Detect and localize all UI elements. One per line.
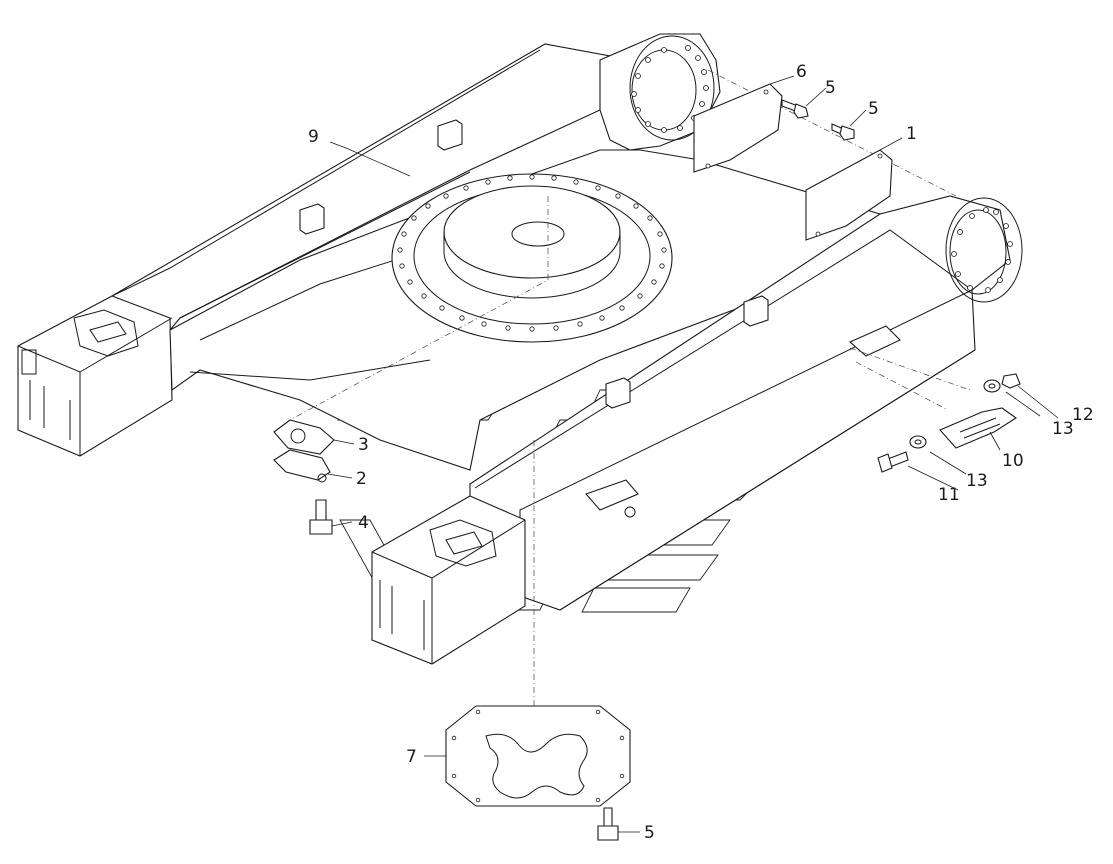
lower-frame [17,33,1023,665]
bolt-item-5-top-b [831,123,855,141]
callout-5: 5 [644,823,655,843]
shim-item-2 [273,449,331,481]
bolt-item-5-top-a [781,99,809,119]
washer-item-13a [983,379,1001,393]
pivot-bolt-circle-right [951,207,1013,293]
ring-bolt-holes [397,174,667,332]
callout-13: 13 [1052,419,1074,439]
under-cover-holes [451,709,625,803]
callout-7: 7 [406,747,417,767]
guard-item-10 [939,407,1017,449]
spacer-item-3 [273,419,335,455]
callout-5: 5 [825,78,836,98]
callout-numbers: 9 6 5 5 1 3 2 4 12 13 10 13 11 7 5 [308,62,1094,843]
callout-11: 11 [938,485,960,505]
callout-3: 3 [358,435,369,455]
leader-lines [327,75,1059,833]
callout-4: 4 [358,513,369,533]
callout-2: 2 [356,469,367,489]
callout-5: 5 [868,99,879,119]
callout-10: 10 [1002,451,1024,471]
bolt-item-4 [309,499,333,535]
callout-6: 6 [796,62,807,82]
callout-9: 9 [308,127,319,147]
callout-1: 1 [906,124,917,144]
bolt-item-5-bottom [597,807,619,841]
callout-12: 12 [1072,405,1094,425]
bolt-item-11 [877,451,909,473]
washer-item-13b [909,435,927,449]
callout-13: 13 [966,471,988,491]
nut-item-12 [1001,373,1021,389]
center-lines [289,69,971,780]
pivot-bolt-circle-left [631,45,709,133]
under-cover-item-7 [445,705,631,807]
